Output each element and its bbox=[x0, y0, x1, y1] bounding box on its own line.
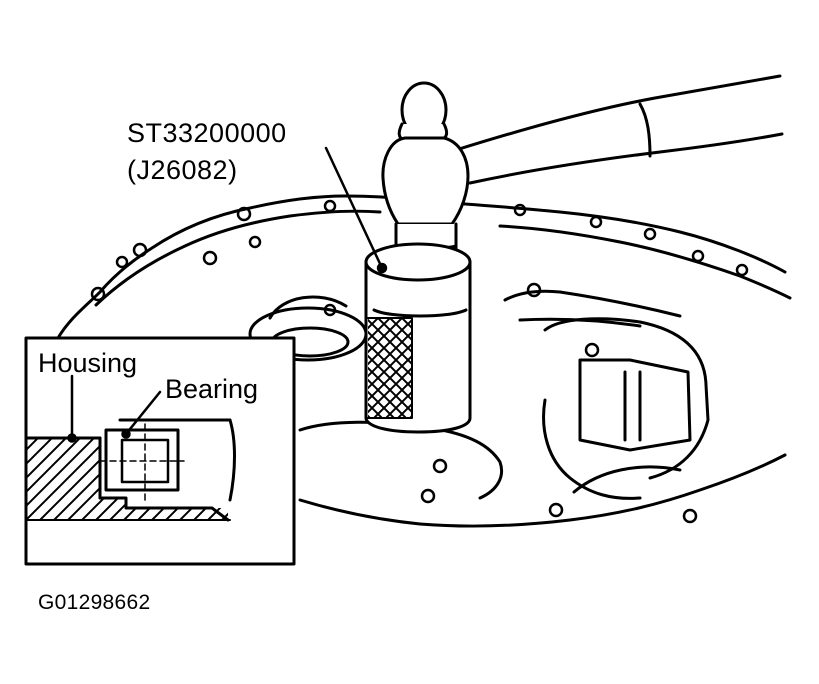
hammer-handle bbox=[454, 74, 784, 185]
tool-alt-number-label: (J26082) bbox=[127, 155, 238, 185]
bolt-holes bbox=[90, 199, 749, 524]
figure-id-label: G01298662 bbox=[38, 591, 151, 614]
housing-label: Housing bbox=[38, 348, 138, 378]
tool-leader bbox=[324, 146, 388, 274]
inset-leaders bbox=[67, 374, 162, 443]
transmission-case bbox=[56, 194, 792, 528]
inset-detail bbox=[24, 336, 296, 566]
case-cavity bbox=[542, 317, 710, 500]
bearing-label: Bearing bbox=[165, 374, 259, 404]
drift-tool bbox=[364, 242, 472, 434]
tool-number-label: ST33200000 bbox=[127, 118, 287, 148]
